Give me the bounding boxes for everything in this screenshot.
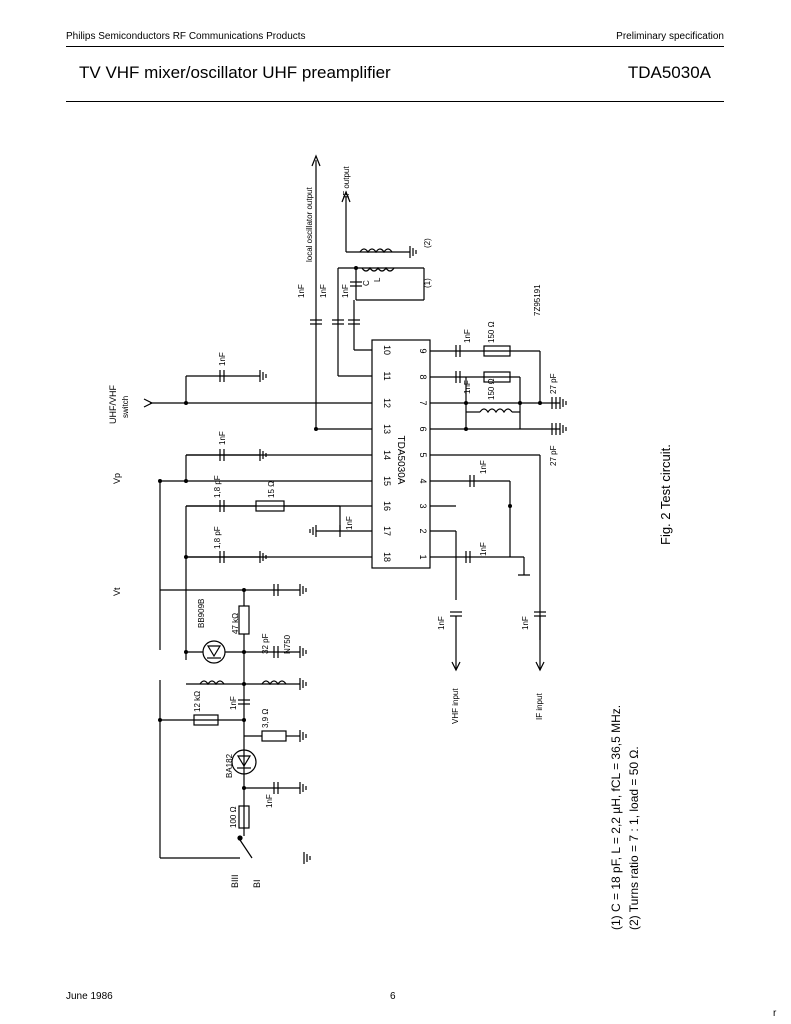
label-vt: Vt xyxy=(112,587,122,596)
resistor-value: 100 Ω xyxy=(229,806,238,828)
resistor-value: 15 Ω xyxy=(267,481,276,498)
label-if-input: IF input xyxy=(535,693,544,720)
label-switch: switch xyxy=(121,396,130,418)
cap-value: 32 pF xyxy=(261,633,270,654)
label-vhf-input: VHF input xyxy=(451,688,460,724)
cap-note: N750 xyxy=(283,634,292,654)
cap-value: 27 pF xyxy=(549,445,558,466)
resistor-value: 12 kΩ xyxy=(193,691,202,712)
resistor-value: 150 Ω xyxy=(487,378,496,400)
ic-pin-right: 1 xyxy=(418,554,428,559)
cap-value: 1nF xyxy=(341,284,350,298)
cap-value: 1nF xyxy=(437,616,446,630)
label-uhf-vhf: UHF/VHF xyxy=(108,385,118,424)
ic-pin-right: 6 xyxy=(418,426,428,431)
ic-pin-right: 5 xyxy=(418,452,428,457)
header-rule xyxy=(66,46,724,47)
ic-label: TDA5030A xyxy=(395,436,406,485)
ic-pin-right: 7 xyxy=(418,400,428,405)
header-company: Philips Semiconductors RF Communications… xyxy=(66,31,306,42)
cap-value: 1nF xyxy=(218,431,227,445)
ic-pin-left: 16 xyxy=(382,501,392,511)
cap-value: 1nF xyxy=(479,460,488,474)
ic-body xyxy=(371,339,431,569)
label-note-ref: (2) xyxy=(423,238,432,248)
cap-value: 1nF xyxy=(297,284,306,298)
resistor-value: 3,9 Ω xyxy=(261,709,270,728)
header-doc-status: Preliminary specification xyxy=(616,31,724,42)
page-title: TV VHF mixer/oscillator UHF preamplifier xyxy=(79,63,391,82)
ic-pin-left: 18 xyxy=(382,552,392,562)
ic-pin-left: 11 xyxy=(382,371,392,380)
cap-value: 1nF xyxy=(345,516,354,530)
ic-pin-left: 12 xyxy=(382,398,392,408)
label-local-osc: local oscillator output xyxy=(305,187,314,262)
part-number: TDA5030A xyxy=(627,63,711,82)
ic-pin-right: 9 xyxy=(418,348,428,353)
ic-pin-left: 14 xyxy=(382,450,392,460)
label-note-ref: (1) xyxy=(423,278,432,288)
ic-pin-left: 17 xyxy=(382,526,392,536)
label-ba182: BA182 xyxy=(225,753,234,778)
ic-pin-right: 8 xyxy=(418,374,428,379)
cap-value: 27 pF xyxy=(549,373,558,394)
footer-date: June 1986 xyxy=(66,991,113,1002)
cap-value: 1nF xyxy=(521,616,530,630)
figure-caption: Fig. 2 Test circuit. xyxy=(658,444,673,545)
cap-value: 1nF xyxy=(463,329,472,343)
figure-ref-code: 7Z95191 xyxy=(533,284,542,316)
cap-value: 1nF xyxy=(479,542,488,556)
figure-note: (2) Turns ratio = 7 : 1, load = 50 Ω. xyxy=(627,746,641,930)
ic-pin-left: 10 xyxy=(382,345,392,355)
resistor-value: 150 Ω xyxy=(487,321,496,343)
label-if-output: IF output xyxy=(342,166,351,198)
ic-pin-left: 13 xyxy=(382,424,392,434)
figure-note: (1) C = 18 pF, L = 2,2 µH, fCL = 36,5 MH… xyxy=(609,705,623,930)
cap-value: 1nF xyxy=(265,794,274,808)
ic-pin-right: 3 xyxy=(418,503,428,508)
ic-pin-right: 4 xyxy=(418,478,428,483)
page-number: 6 xyxy=(390,991,396,1002)
cap-value: 1nF xyxy=(319,284,328,298)
label-inductor: L xyxy=(373,277,382,282)
resistor-value: 47 kΩ xyxy=(231,613,240,634)
footer-mark: r xyxy=(773,1008,777,1019)
label-band-iii: BIII xyxy=(230,874,240,888)
ic-pin-left: 15 xyxy=(382,476,392,486)
label-vp: Vp xyxy=(112,473,122,484)
cap-value: 1nF xyxy=(229,696,238,710)
label-bb909b: BB909B xyxy=(197,599,206,628)
label-band-i: BI xyxy=(252,879,262,888)
title-rule xyxy=(66,101,724,102)
cap-value: 1nF xyxy=(218,352,227,366)
label-capacitor: C xyxy=(362,280,371,286)
cap-value: 1nF xyxy=(463,380,472,394)
ic-pin-right: 2 xyxy=(418,528,428,533)
cap-value: 1,8 pF xyxy=(213,526,222,549)
cap-value: 1,8 pF xyxy=(213,475,222,498)
